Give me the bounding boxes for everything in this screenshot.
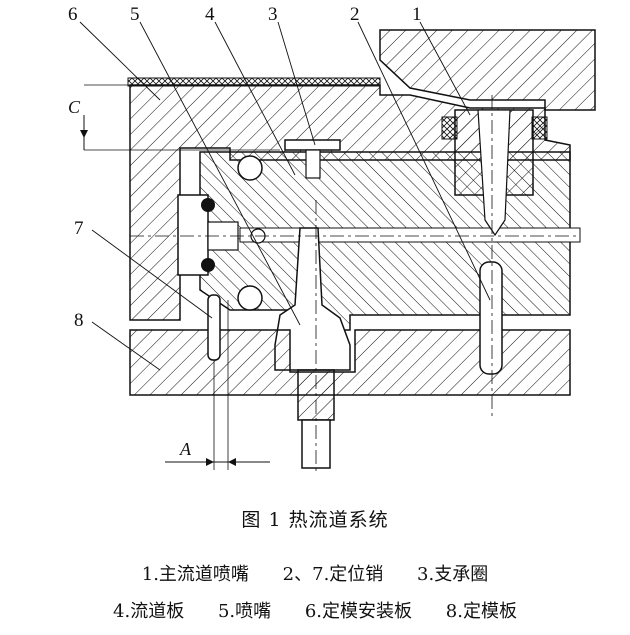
- callout-2: 2: [350, 4, 360, 25]
- support-ring-stem: [305, 149, 321, 179]
- heater-lower: [237, 285, 263, 311]
- sprue-channel: [477, 109, 511, 237]
- dim-label-c: C: [68, 97, 81, 117]
- heater-upper: [237, 155, 263, 181]
- leader-8: [91, 321, 161, 371]
- legend-item: 3.支承圈: [417, 564, 489, 585]
- leader-4: [214, 21, 296, 176]
- callout-7: 7: [74, 218, 84, 239]
- legend-item: 2、7.定位销: [282, 564, 384, 585]
- dim-label-a: A: [179, 439, 192, 459]
- support-ring: [284, 139, 341, 151]
- callout-1: 1: [412, 4, 422, 25]
- callout-4: 4: [205, 4, 215, 25]
- figure-caption-title: 图 1 热流道系统: [241, 509, 389, 531]
- seal-ring-right: [531, 116, 548, 140]
- fixed-mold-plate: [129, 329, 571, 396]
- insulation-strip: [127, 77, 381, 87]
- seal-ring-left: [441, 116, 458, 140]
- leader-2: [357, 21, 491, 301]
- callout-8: 8: [74, 310, 84, 331]
- callout-6: 6: [68, 4, 78, 25]
- callout-3: 3: [268, 4, 278, 25]
- legend-item: 8.定模板: [445, 601, 517, 622]
- locating-pin-7: [207, 294, 221, 361]
- callout-5: 5: [130, 4, 140, 25]
- leader-3: [277, 21, 316, 146]
- dim-a-arrowhead-left: [206, 458, 214, 466]
- legend-row-2: 4.流道板 5.喷嘴 6.定模安装板 8.定模板: [0, 597, 630, 623]
- legend-item: 4.流道板: [113, 601, 185, 622]
- dim-a-arrowhead-right: [228, 458, 236, 466]
- dim-c-arrowhead: [80, 130, 88, 138]
- leader-5: [139, 21, 301, 326]
- legend-item: 5.喷嘴: [217, 601, 272, 622]
- runner-channel: [239, 227, 581, 243]
- legend-item: 1.主流道喷嘴: [141, 564, 249, 585]
- leader-7: [91, 229, 213, 319]
- locating-pin-2: [479, 261, 503, 375]
- legend-row-1: 1.主流道喷嘴 2、7.定位销 3.支承圈: [0, 560, 630, 586]
- leader-1: [419, 21, 471, 116]
- o-ring-bottom: [201, 258, 215, 272]
- hot-runner-diagram: C A 6 5 4 3 2 1 7 8: [68, 4, 596, 475]
- upper-right-block: [379, 29, 596, 111]
- o-ring-top: [201, 198, 215, 212]
- leader-6: [79, 21, 161, 101]
- legend-item: 6.定模安装板: [304, 601, 413, 622]
